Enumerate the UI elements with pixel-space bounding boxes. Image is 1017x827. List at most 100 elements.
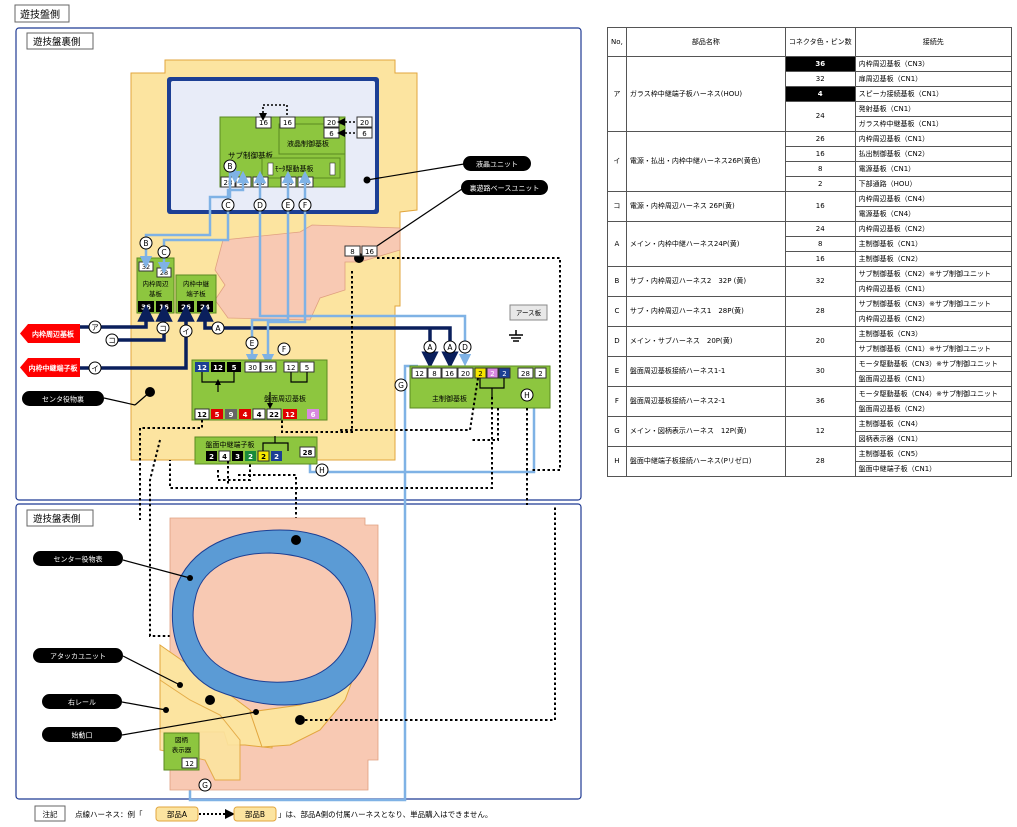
front-section-title: 遊技盤表側	[33, 513, 81, 525]
cell-pins: 28	[784, 296, 856, 327]
callout-attacker-unit-label: アタッカユニット	[50, 652, 106, 661]
header-no: No,	[607, 27, 627, 57]
cell-no: H	[607, 446, 627, 477]
harness-marker	[105, 333, 119, 347]
harness-marker	[179, 324, 193, 338]
table-row: 盤面中継端子板（CN1）	[608, 461, 1013, 477]
harness-marker	[315, 463, 329, 477]
table-header-row: No, 部品名称 コネクタ色・ピン数 接続先	[607, 27, 1013, 57]
cell-dest: ガラス枠中継基板（CN1）	[854, 116, 1013, 132]
parts-table: No, 部品名称 コネクタ色・ピン数 接続先 アガラス枠中継端子板ハーネス(HO…	[607, 27, 1013, 477]
connector	[194, 408, 210, 420]
connector-pin-label: 16	[365, 248, 374, 256]
back-section-title-box	[26, 32, 94, 50]
callout-leader	[134, 391, 151, 406]
harness-a	[80, 304, 155, 329]
connector-pin-label: 20	[461, 370, 470, 378]
harness-marker-label: F	[282, 345, 286, 354]
connector	[206, 451, 217, 461]
harness-marker-label: ア	[91, 323, 99, 332]
callout-inner-relay-board-label: 内枠中継端子板	[29, 364, 79, 373]
connector	[195, 362, 209, 372]
callout-dot	[295, 715, 305, 725]
cell-no: B	[607, 266, 627, 297]
cell-pins: 36	[784, 386, 856, 417]
center-decoration-front	[171, 529, 376, 706]
connector	[356, 116, 373, 128]
harness-marker	[211, 321, 225, 335]
cell-dest: 主制御基板（CN2）	[854, 251, 1013, 267]
harness-marker-label: E	[286, 201, 291, 210]
harness-marker	[253, 198, 267, 212]
callout-center-decoration-back	[22, 391, 104, 406]
header-dest: 接続先	[854, 27, 1013, 57]
harness-marker	[458, 340, 472, 354]
connector-pin-label: 4	[222, 453, 227, 461]
harness-letter-markers: ア コ イ コ イ A B C D E F B C A A D E F G	[88, 159, 534, 792]
connector-pin-label: 16	[259, 119, 268, 127]
header-name: 部品名称	[625, 27, 786, 57]
harness-marker-label: コ	[159, 324, 167, 333]
cell-no: C	[607, 296, 627, 327]
connector-pin-label: 20	[327, 119, 336, 127]
connector	[279, 116, 296, 129]
inner-relay-label-1: 内枠中継	[183, 279, 210, 288]
cell-dest: 主制御基板（CN4）	[854, 416, 1013, 432]
harness-C	[157, 170, 250, 275]
cell-no: E	[607, 356, 627, 387]
harness-marker	[88, 361, 102, 375]
cell-name: ガラス枠中継端子板ハーネス(HOU)	[625, 56, 786, 132]
callout-lcd-unit-label: 液晶ユニット	[476, 160, 518, 169]
cell-dest: 電源基板（CN4）	[854, 206, 1013, 222]
cell-name: 盤面周辺基板接続ハーネス2-1	[625, 386, 786, 417]
footnote-part-a: 部品A	[167, 809, 188, 819]
connector-pin-label: 6	[362, 130, 367, 138]
harness-marker	[281, 198, 295, 212]
footnote-prefix: 点線ハーネス：例「	[75, 809, 143, 819]
cell-name: 盤面周辺基板接続ハーネス1-1	[625, 356, 786, 387]
board-peripheral-label: 盤面周辺基板	[264, 394, 306, 403]
cell-name: サブ・内枠周辺ハーネス2 32P (黄)	[625, 266, 786, 297]
dotted-harnesses-front	[300, 505, 556, 721]
harness-marker-label: H	[524, 391, 530, 400]
harness-marker	[298, 198, 312, 212]
callout-right-rail-label: 右レール	[68, 698, 96, 707]
connector	[245, 451, 256, 461]
cell-pins: 24	[784, 101, 856, 132]
cell-pins: 4	[784, 86, 856, 102]
harness-marker	[88, 320, 102, 334]
callout-dot	[291, 535, 301, 545]
sub-control-label: サブ制御基板	[228, 150, 273, 160]
cell-dest: 内枠周辺基板（CN3）	[854, 56, 1013, 72]
cell-no: F	[607, 386, 627, 417]
connector-pin-label: 5	[232, 364, 237, 372]
harness-marker-label: A	[447, 343, 453, 352]
callout-attacker-unit	[33, 648, 123, 663]
connector	[266, 408, 282, 420]
harness-marker-label: C	[225, 201, 230, 210]
connector-pin-label: 6	[329, 130, 334, 138]
harness-marker	[221, 198, 235, 212]
cell-dest: 図柄表示器（CN1）	[854, 431, 1013, 447]
connector-pin-label: 28	[160, 269, 168, 277]
connector-pin-label: 2	[490, 370, 494, 378]
connector	[252, 408, 266, 420]
cell-dest: 下部通路（HOU）	[854, 176, 1013, 192]
harness-marker-label: D	[462, 343, 468, 352]
cell-dest: 内枠周辺基板（CN4）	[854, 191, 1013, 207]
cell-pins: 16	[784, 251, 856, 267]
footnote-label-box	[34, 805, 66, 822]
harness-marker	[423, 340, 437, 354]
connector-pin-label: 8	[350, 248, 354, 256]
callout-inner-frame-board-label: 内枠周辺基板	[32, 330, 75, 339]
back-section-title: 遊技盤裏側	[33, 36, 81, 48]
callout-dot	[177, 682, 183, 688]
